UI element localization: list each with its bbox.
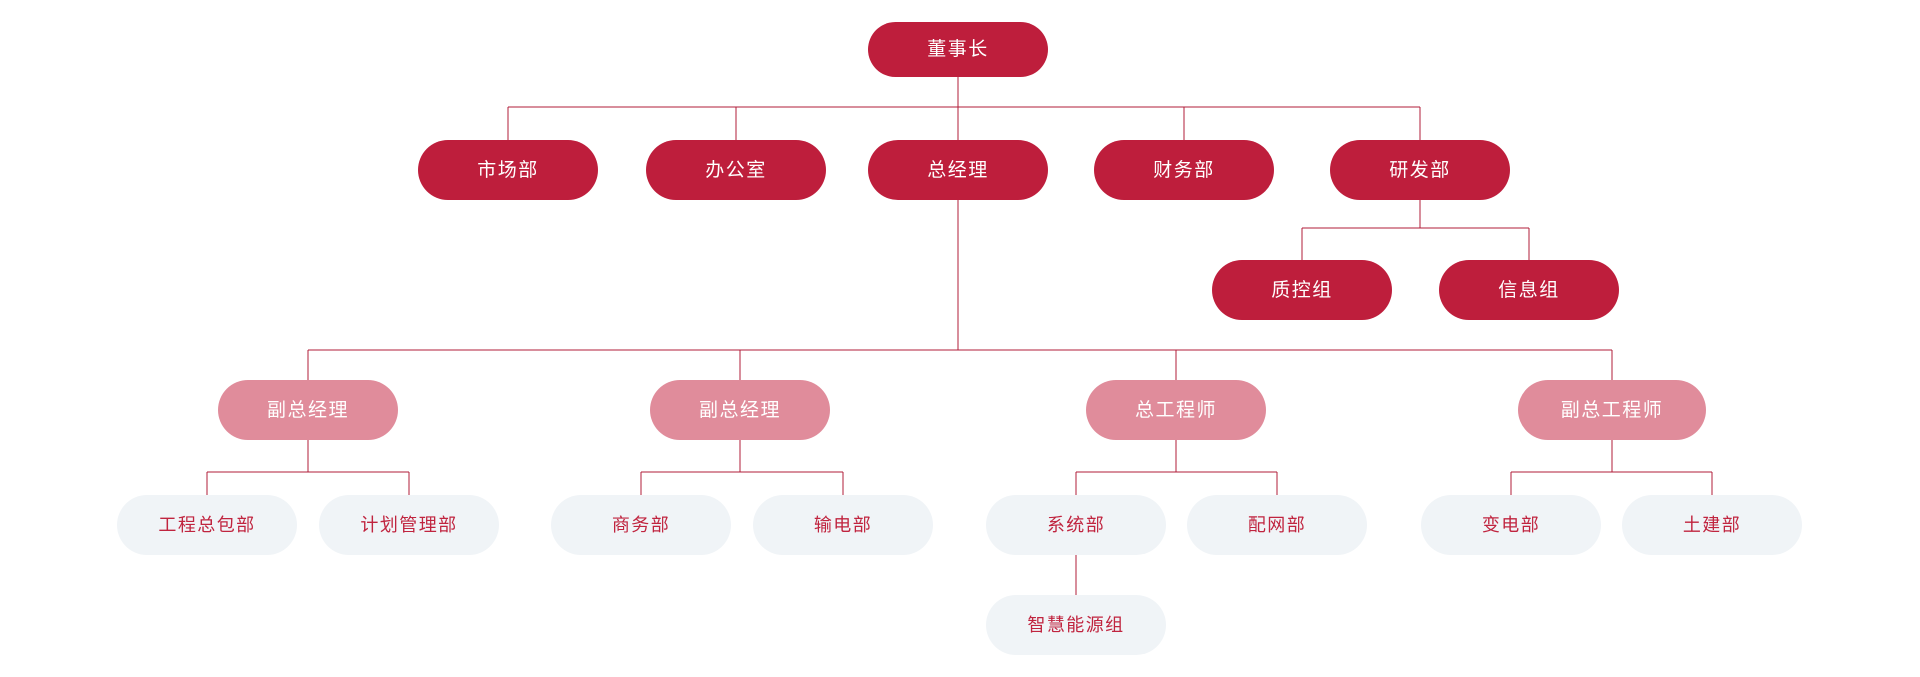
node-label: 计划管理部	[360, 515, 458, 535]
node-deputy-gm-2[interactable]: 副总经理	[650, 380, 830, 440]
node-label: 智慧能源组	[1027, 615, 1125, 635]
node-label: 财务部	[1153, 159, 1215, 181]
node-plan-management[interactable]: 计划管理部	[319, 495, 499, 555]
node-epc[interactable]: 工程总包部	[117, 495, 297, 555]
node-deputy-gm-1[interactable]: 副总经理	[218, 380, 398, 440]
node-information[interactable]: 信息组	[1439, 260, 1619, 320]
node-label: 总工程师	[1134, 399, 1218, 421]
node-marketing[interactable]: 市场部	[418, 140, 598, 200]
node-label: 董事长	[927, 39, 989, 60]
node-civil[interactable]: 土建部	[1622, 495, 1802, 555]
node-substation[interactable]: 变电部	[1421, 495, 1601, 555]
node-quality-control[interactable]: 质控组	[1212, 260, 1392, 320]
node-smart-energy[interactable]: 智慧能源组	[986, 595, 1166, 655]
node-label: 信息组	[1498, 279, 1560, 301]
node-finance[interactable]: 财务部	[1094, 140, 1274, 200]
node-chairman[interactable]: 董事长	[868, 22, 1048, 77]
node-distribution[interactable]: 配网部	[1187, 495, 1367, 555]
node-commerce[interactable]: 商务部	[551, 495, 731, 555]
node-deputy-chief-engineer[interactable]: 副总工程师	[1518, 380, 1706, 440]
node-general-manager[interactable]: 总经理	[868, 140, 1048, 200]
node-transmission[interactable]: 输电部	[753, 495, 933, 555]
node-label: 质控组	[1271, 279, 1333, 301]
node-label: 系统部	[1046, 515, 1106, 535]
node-rnd[interactable]: 研发部	[1330, 140, 1510, 200]
node-label: 工程总包部	[158, 515, 256, 535]
node-label: 输电部	[813, 515, 873, 535]
node-label: 土建部	[1682, 515, 1742, 535]
node-label: 总经理	[927, 159, 989, 181]
node-label: 副总工程师	[1560, 399, 1664, 421]
node-office[interactable]: 办公室	[646, 140, 826, 200]
node-chief-engineer[interactable]: 总工程师	[1086, 380, 1266, 440]
node-system[interactable]: 系统部	[986, 495, 1166, 555]
node-label: 副总经理	[266, 399, 350, 421]
node-label: 配网部	[1247, 515, 1307, 535]
node-label: 副总经理	[698, 399, 782, 421]
node-label: 研发部	[1389, 159, 1451, 181]
node-label: 变电部	[1481, 515, 1541, 535]
node-label: 市场部	[477, 159, 539, 181]
node-label: 办公室	[705, 159, 767, 181]
node-label: 商务部	[611, 515, 671, 535]
